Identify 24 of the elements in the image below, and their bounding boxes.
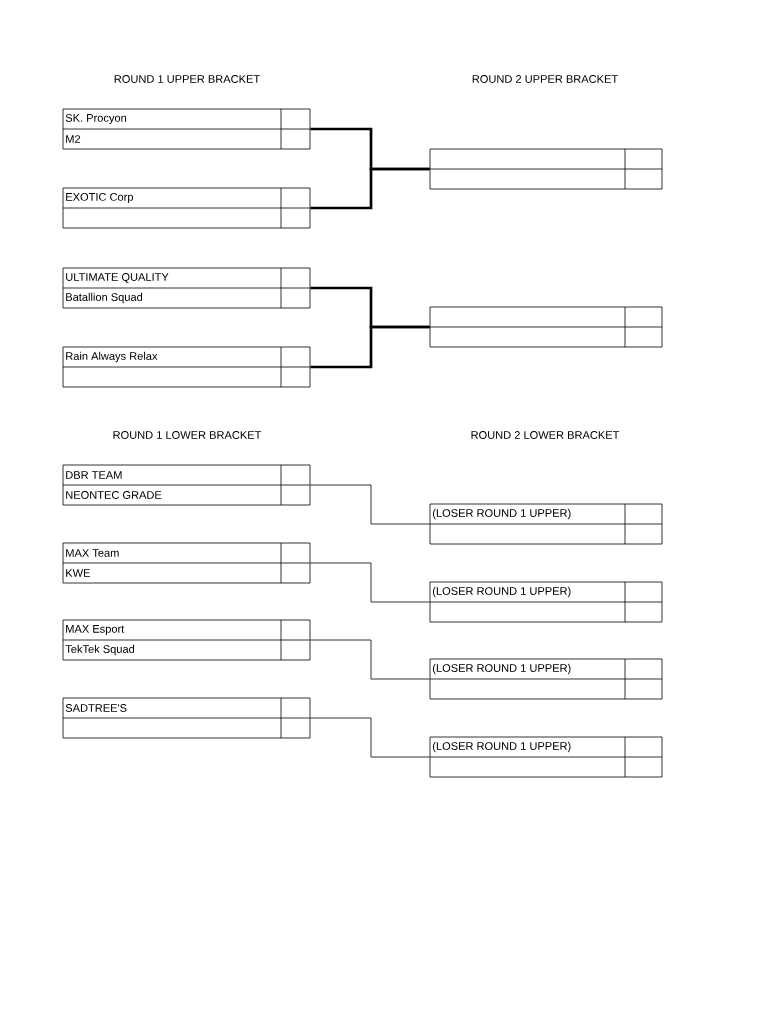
match-box: MAX Team KWE xyxy=(62,542,311,584)
bracket-line xyxy=(310,717,430,758)
match-box xyxy=(429,148,663,190)
bracket-line xyxy=(310,562,430,603)
match-box: EXOTIC Corp xyxy=(62,187,311,229)
bracket-line xyxy=(310,484,430,525)
match-box: DBR TEAM NEONTEC GRADE xyxy=(62,464,311,506)
column-heading: ROUND 1 LOWER BRACKET xyxy=(113,431,262,439)
match-box: MAX Esport TekTek Squad xyxy=(62,619,311,661)
column-heading: ROUND 2 UPPER BRACKET xyxy=(472,75,618,83)
match-box xyxy=(429,306,663,348)
bracket-line xyxy=(310,639,430,680)
match-box: SADTREE'S xyxy=(62,697,311,739)
match-box: Rain Always Relax xyxy=(62,346,311,388)
match-box: SK. Procyon M2 xyxy=(62,108,311,150)
match-box: ULTIMATE QUALITY Batallion Squad xyxy=(62,267,311,309)
match-box: (LOSER ROUND 1 UPPER) xyxy=(429,658,663,700)
match-box: (LOSER ROUND 1 UPPER) xyxy=(429,736,663,778)
match-box: (LOSER ROUND 1 UPPER) xyxy=(429,503,663,545)
match-box: (LOSER ROUND 1 UPPER) xyxy=(429,581,663,623)
column-heading: ROUND 1 UPPER BRACKET xyxy=(114,75,260,83)
column-heading: ROUND 2 LOWER BRACKET xyxy=(471,431,620,439)
bracket-line xyxy=(310,167,430,210)
bracket-line xyxy=(310,325,430,369)
